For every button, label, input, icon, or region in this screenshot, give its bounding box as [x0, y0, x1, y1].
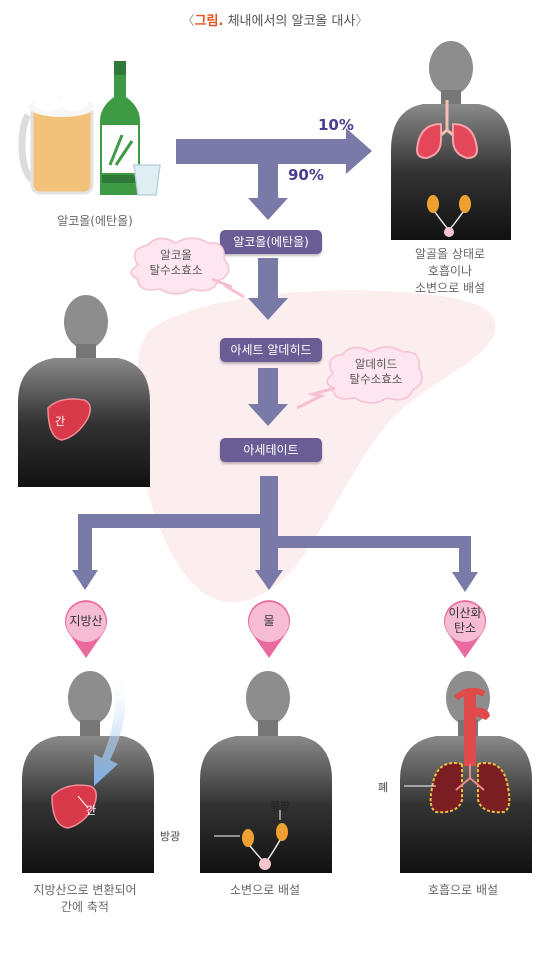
- water-caption: 소변으로 배설: [229, 883, 301, 897]
- figure-title: 〈그림. 체내에서의 알코올 대사〉: [0, 10, 550, 29]
- fatty-acid-label: 지방산: [69, 614, 103, 628]
- beer-mug-icon: [18, 95, 95, 195]
- kidney-label: 콩팥: [270, 800, 291, 813]
- enzyme-cloud-aldehyde: [296, 346, 423, 410]
- step-acetate: 아세테이트: [220, 438, 322, 462]
- body-silhouette-fatty-liver: [22, 668, 154, 873]
- liver-icon: [51, 784, 97, 829]
- airway-icon: [454, 687, 490, 766]
- co2-label: 이산화 탄소: [448, 606, 482, 635]
- accumulation-arrow-icon: [94, 668, 126, 786]
- percent-breath: 10%: [318, 116, 354, 134]
- drop-co2: [444, 600, 486, 658]
- body-silhouette-liver: [18, 295, 150, 487]
- lung-label: 폐: [378, 781, 389, 794]
- title-bracket-right: 〉: [355, 14, 369, 29]
- shot-glass-icon: [133, 164, 161, 196]
- arrow-to-water: [255, 570, 283, 590]
- liver-label: 간: [55, 415, 66, 428]
- body-silhouette-breath: [391, 41, 511, 240]
- soju-bottle-icon: [100, 61, 140, 195]
- percent-metabolized: 90%: [288, 166, 324, 184]
- body-silhouette-respiration: [400, 671, 532, 873]
- drop-water: [248, 600, 290, 658]
- fatty-liver-label: 간: [86, 804, 97, 817]
- arrow-acetaldehyde-acetate: [248, 404, 288, 426]
- co2-caption: 호흡으로 배설: [427, 883, 499, 897]
- kidneys-icon: [427, 195, 471, 237]
- enzyme-cloud-alcohol: [130, 237, 245, 299]
- step-ethanol: 알코올(에탄올): [220, 230, 322, 254]
- lungs-icon: [429, 762, 511, 814]
- lungs-icon: [415, 100, 479, 160]
- arrow-to-breath: [176, 139, 346, 164]
- arrow-to-fatty-acid: [72, 570, 98, 590]
- drop-fatty-acid: [65, 600, 107, 658]
- step-acetaldehyde: 아세트 알데히드: [220, 338, 322, 362]
- body-silhouette-urine: [200, 671, 332, 873]
- title-label: 그림.: [194, 14, 224, 29]
- drinks-caption: 알코올(에탄올): [57, 214, 133, 228]
- liver-icon: [47, 398, 91, 441]
- arrow-to-ethanol: [258, 164, 278, 198]
- drinks-illustration: [18, 61, 161, 196]
- bladder-label: 방광: [160, 830, 181, 843]
- water-label: 물: [263, 614, 275, 628]
- enzyme-aldehyde-label: 알데히드 탈수소효소: [349, 357, 403, 386]
- arrow-ethanol-acetaldehyde: [248, 298, 288, 320]
- enzyme-alcohol-label: 알코올 탈수소효소: [149, 248, 203, 277]
- arrow-to-co2: [452, 572, 478, 592]
- fatty-acid-caption: 지방산으로 변환되어 간에 축적: [33, 883, 137, 914]
- bladder-icon: [259, 858, 271, 870]
- title-text: 체내에서의 알코올 대사: [227, 14, 356, 29]
- breath-caption: 알골올 상태로 호흡이나 소변으로 배설: [414, 247, 486, 295]
- title-bracket-left: 〈: [181, 14, 195, 29]
